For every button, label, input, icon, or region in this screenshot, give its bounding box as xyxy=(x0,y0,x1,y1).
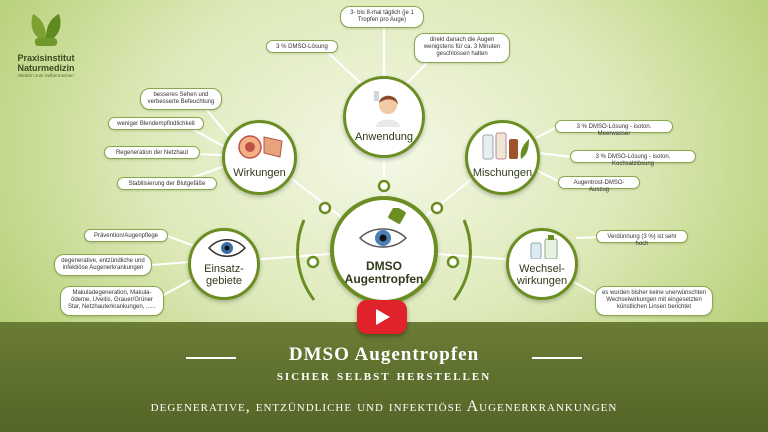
pill-mischungen-1: 3 % DMSO-Lösung - isoton. Meerwasser xyxy=(555,120,673,137)
logo-line1: Praxisinstitut xyxy=(17,53,75,63)
pill-wirkungen-2: weniger Blendempfindlichkeit xyxy=(108,117,204,130)
center-title-line1: DMSO xyxy=(366,259,402,273)
pill-wirkungen-3: Regeneration der Netzhaut xyxy=(104,146,200,159)
pill-mischungen-2: 3 % DMSO-Lösung - isoton. Kochsalzlösung xyxy=(570,150,696,167)
logo-line2: Naturmedizin xyxy=(17,63,75,73)
node-wechselwirkungen: Wechsel- wirkungen xyxy=(506,228,578,300)
pill-wechsel-1: Verdünnung (3 %) ist sehr hoch xyxy=(596,230,688,247)
node-einsatzgebiete: Einsatz- gebiete xyxy=(188,228,260,300)
eye-icon xyxy=(207,239,247,257)
center-title-line2: Augentropfen xyxy=(344,272,424,286)
banner-dash-right xyxy=(532,357,582,359)
node-anwendung: Anwendung xyxy=(343,76,425,158)
node-wechselwirkungen-label-1: Wechsel- xyxy=(519,263,565,275)
node-wirkungen-label: Wirkungen xyxy=(233,167,286,179)
pill-einsatz-1: Prävention/Augenpflege xyxy=(84,229,168,242)
banner-title: DMSO Augentropfen xyxy=(288,344,480,365)
banner-description: degenerative, entzündliche und infektiös… xyxy=(150,398,618,415)
pill-einsatz-2: degenerative, entzündliche und infektiös… xyxy=(54,254,152,276)
logo: Praxisinstitut Naturmedizin Medizin zum … xyxy=(8,8,84,79)
banner-dash-left xyxy=(186,357,236,359)
node-center: DMSO Augentropfen xyxy=(330,196,438,304)
logo-tagline: Medizin zum Selbermachen xyxy=(18,73,74,78)
node-wechselwirkungen-label-2: wirkungen xyxy=(516,275,568,287)
node-mischungen-label: Mischungen xyxy=(472,167,533,179)
eye-dropper-icon xyxy=(358,208,408,248)
pill-anwendung-1: 3- bis 8-mal täglich (je 1 Tropfen pro A… xyxy=(340,6,424,28)
bottles-icon xyxy=(482,132,529,160)
pill-anwendung-2: 3 % DMSO-Lösung xyxy=(266,40,338,53)
pill-einsatz-3: Makuladegeneration, Makula-ödeme, Uveiti… xyxy=(60,286,164,316)
leaf-logo-icon xyxy=(31,14,61,46)
eye-anatomy-icon xyxy=(238,135,283,159)
pill-wirkungen-1: besseres Sehen und verbesserte Befeuchtu… xyxy=(140,88,222,110)
pill-mischungen-3: Augentrost-DMSO-Auszug xyxy=(558,176,640,193)
title-banner: DMSO Augentropfen sicher selbst herstell… xyxy=(0,322,768,432)
pill-wirkungen-4: Stabilisierung der Blutgefäße xyxy=(117,177,217,190)
banner-subtitle: sicher selbst herstellen xyxy=(276,367,492,384)
node-einsatzgebiete-label-1: Einsatz- xyxy=(204,263,244,275)
pill-wechsel-2: es wurden bisher keine unerwünschten Wec… xyxy=(595,286,713,316)
pill-anwendung-3: direkt danach die Augen wenigstens für c… xyxy=(414,33,510,63)
node-mischungen: Mischungen xyxy=(465,120,540,195)
dropper-bottles-icon xyxy=(530,235,558,259)
play-icon xyxy=(376,309,390,325)
node-anwendung-label: Anwendung xyxy=(354,131,414,143)
node-wirkungen: Wirkungen xyxy=(222,120,297,195)
woman-eyedrops-icon xyxy=(374,91,400,127)
play-button[interactable] xyxy=(357,300,407,334)
node-einsatzgebiete-label-2: gebiete xyxy=(205,275,243,287)
